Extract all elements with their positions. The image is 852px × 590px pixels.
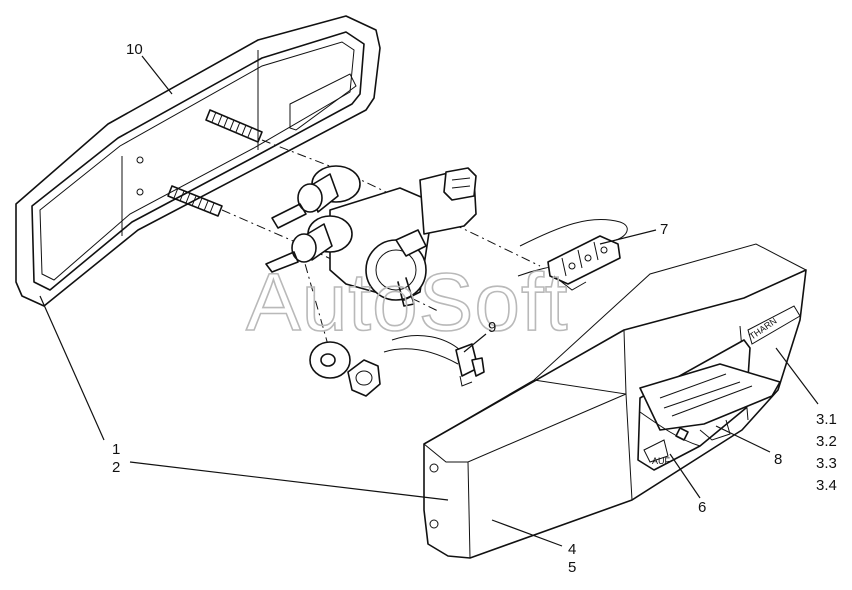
callout-labels: 10 7 9 1 2 3.1 3.2 3.3 3.4 8 6 4 5 xyxy=(112,41,837,576)
part-9-switch xyxy=(383,334,485,387)
leader-6 xyxy=(669,453,701,499)
callout-7: 7 xyxy=(660,221,668,238)
leader-3 xyxy=(775,347,819,405)
bulb-mark-text: AUF xyxy=(652,456,671,466)
callout-3-4: 3.4 xyxy=(816,477,837,494)
callout-8: 8 xyxy=(774,451,782,468)
washer-and-nut xyxy=(309,341,381,397)
leader-4 xyxy=(491,519,563,547)
leader-7 xyxy=(599,229,657,245)
part-7-terminal xyxy=(517,219,628,291)
leader-2 xyxy=(129,461,449,501)
callout-10: 10 xyxy=(126,41,143,58)
leader-9 xyxy=(463,333,487,353)
callout-9: 9 xyxy=(488,319,496,336)
part-8-reflector-plate xyxy=(639,363,781,441)
callout-4: 4 xyxy=(568,541,576,558)
watermark: AutoSoft xyxy=(246,257,569,348)
part-10-housing-frame xyxy=(15,15,381,307)
leader-8 xyxy=(715,425,771,453)
part-6-bulb: AUF xyxy=(639,411,701,466)
callout-3-3: 3.3 xyxy=(816,455,837,472)
callout-2: 2 xyxy=(112,459,120,476)
leader-lines xyxy=(39,55,819,547)
callout-3-1: 3.1 xyxy=(816,411,837,428)
callout-5: 5 xyxy=(568,559,576,576)
callout-6: 6 xyxy=(698,499,706,516)
callout-3-2: 3.2 xyxy=(816,433,837,450)
leader-1 xyxy=(39,295,105,441)
leader-10 xyxy=(141,55,173,95)
socket-assembly xyxy=(265,165,477,307)
callout-1: 1 xyxy=(112,441,120,458)
threaded-studs xyxy=(167,109,263,217)
